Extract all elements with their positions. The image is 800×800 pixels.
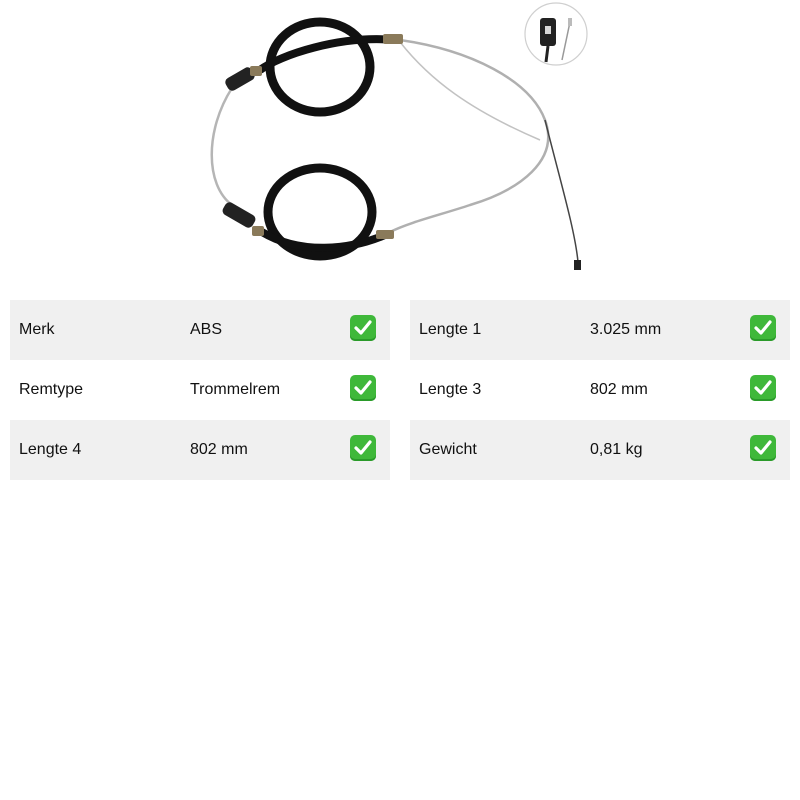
spec-row-lengte-3: Lengte 3 802 mm bbox=[410, 360, 790, 420]
spec-value: 3.025 mm bbox=[590, 321, 662, 338]
spec-row-lengte-1: Lengte 1 3.025 mm bbox=[410, 300, 790, 360]
specifications-table: Merk ABS Remtype Trommelrem Lengte 4 802… bbox=[10, 300, 790, 480]
spec-label: Gewicht bbox=[419, 441, 477, 458]
spec-row-gewicht: Gewicht 0,81 kg bbox=[410, 420, 790, 480]
product-image bbox=[0, 0, 800, 295]
specs-column-left: Merk ABS Remtype Trommelrem Lengte 4 802… bbox=[10, 300, 390, 480]
spec-label: Lengte 1 bbox=[419, 321, 482, 338]
spec-label: Merk bbox=[19, 321, 55, 338]
spec-row-lengte-4: Lengte 4 802 mm bbox=[10, 420, 390, 480]
spec-row-merk: Merk ABS bbox=[10, 300, 390, 360]
spec-value: 802 mm bbox=[190, 441, 248, 458]
spec-value: ABS bbox=[190, 321, 223, 338]
spec-value: 0,81 kg bbox=[590, 441, 643, 458]
spec-label: Lengte 3 bbox=[419, 381, 482, 398]
checkmark-icon bbox=[350, 315, 376, 341]
handbrake-cable-icon bbox=[210, 2, 588, 270]
spec-label: Remtype bbox=[19, 381, 84, 398]
spec-row-remtype: Remtype Trommelrem bbox=[10, 360, 390, 420]
checkmark-icon bbox=[750, 435, 776, 461]
spec-value: Trommelrem bbox=[190, 381, 281, 398]
specs-column-right: Lengte 1 3.025 mm Lengte 3 802 mm Gewich… bbox=[410, 300, 790, 480]
spec-value: 802 mm bbox=[590, 381, 648, 398]
checkmark-icon bbox=[350, 435, 376, 461]
checkmark-icon bbox=[750, 375, 776, 401]
checkmark-icon bbox=[350, 375, 376, 401]
spec-label: Lengte 4 bbox=[19, 441, 82, 458]
checkmark-icon bbox=[750, 315, 776, 341]
